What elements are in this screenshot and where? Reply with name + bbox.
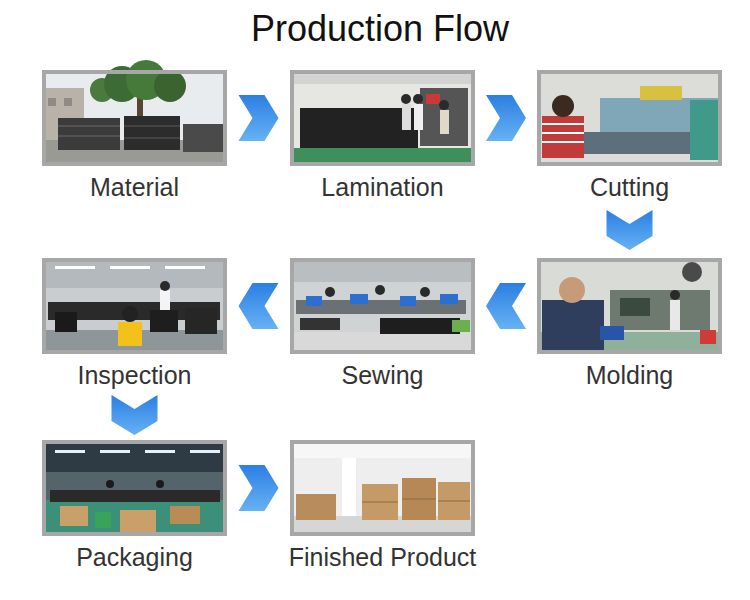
step-caption: Cutting bbox=[487, 172, 750, 202]
photo-step: Inspection bbox=[42, 258, 227, 390]
photo-step: Cutting bbox=[537, 70, 722, 202]
inspection-photo bbox=[42, 258, 227, 354]
cutting-photo bbox=[537, 70, 722, 166]
chevron-arrow bbox=[239, 465, 279, 511]
step-caption: Molding bbox=[487, 360, 750, 390]
photo-frame bbox=[290, 70, 475, 166]
photo-step: Finished Product bbox=[290, 440, 475, 572]
lamination-photo bbox=[290, 70, 475, 166]
step-caption: Inspection bbox=[0, 360, 277, 390]
step-caption: Lamination bbox=[240, 172, 525, 202]
photo-step: Lamination bbox=[290, 70, 475, 202]
photo-frame bbox=[42, 440, 227, 536]
photo-frame bbox=[537, 70, 722, 166]
chevron-arrow bbox=[486, 283, 526, 329]
chevron-arrow bbox=[607, 210, 653, 250]
photo-step: Sewing bbox=[290, 258, 475, 390]
chevron-arrow bbox=[239, 283, 279, 329]
photo-step: Packaging bbox=[42, 440, 227, 572]
step-caption: Packaging bbox=[0, 542, 277, 572]
chevron-arrow bbox=[486, 95, 526, 141]
photo-frame bbox=[290, 258, 475, 354]
step-caption: Finished Product bbox=[240, 542, 525, 572]
molding-photo bbox=[537, 258, 722, 354]
diagram-title: Production Flow bbox=[5, 8, 750, 50]
sewing-photo bbox=[290, 258, 475, 354]
material-photo bbox=[42, 60, 227, 166]
finished-product-photo bbox=[290, 440, 475, 536]
photo-frame bbox=[537, 258, 722, 354]
step-caption: Sewing bbox=[240, 360, 525, 390]
chevron-arrow bbox=[239, 95, 279, 141]
photo-step: Molding bbox=[537, 258, 722, 390]
photo-frame bbox=[42, 70, 227, 166]
photo-frame bbox=[290, 440, 475, 536]
step-caption: Material bbox=[0, 172, 277, 202]
chevron-arrow bbox=[112, 395, 158, 435]
packaging-photo bbox=[42, 440, 227, 536]
photo-step: Material bbox=[42, 70, 227, 202]
photo-frame bbox=[42, 258, 227, 354]
